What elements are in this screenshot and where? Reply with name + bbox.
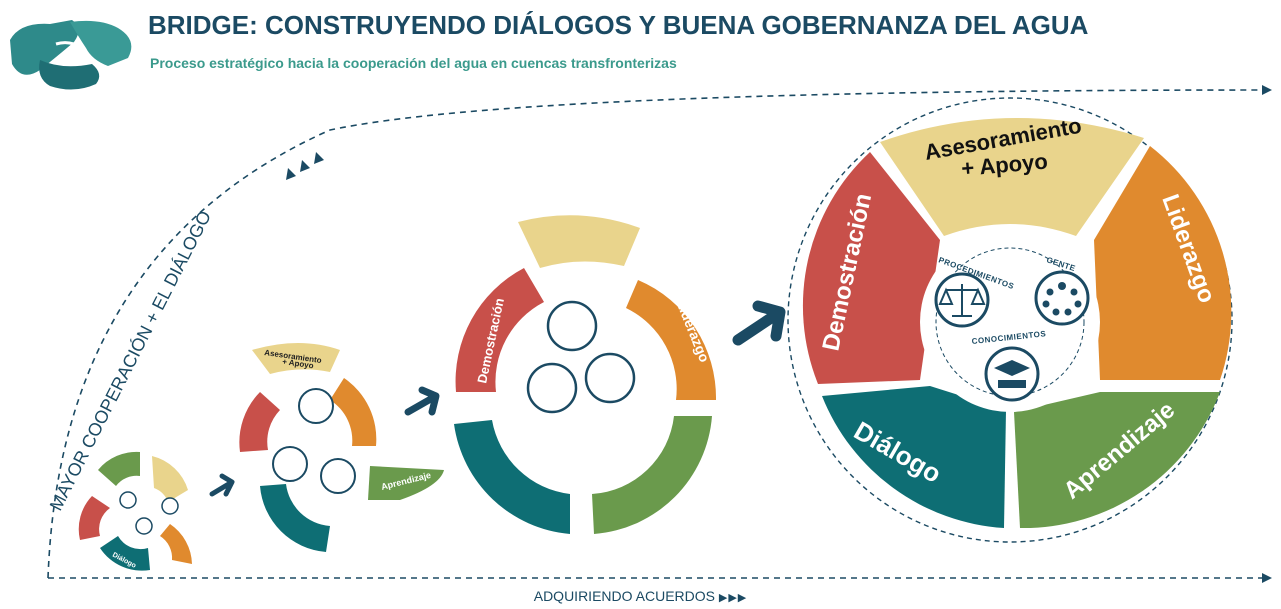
piece-liderazgo-s3 bbox=[626, 280, 717, 400]
vertical-axis-triangles bbox=[286, 152, 324, 180]
piece-dialogo-s2 bbox=[260, 484, 330, 552]
piece-asesoramiento-s1 bbox=[152, 456, 188, 502]
piece-demostracion-s1 bbox=[78, 496, 110, 540]
gente-icon bbox=[1034, 270, 1090, 326]
puzzle-stage-4: Asesoramiento + Apoyo Liderazgo Aprendiz… bbox=[787, 97, 1233, 543]
piece-liderazgo-s2 bbox=[330, 378, 377, 446]
top-arrow-head bbox=[1262, 85, 1272, 95]
page-subtitle: Proceso estratégico hacia la cooperación… bbox=[150, 55, 677, 71]
piece-liderazgo-s1 bbox=[160, 524, 192, 564]
piece-asesoramiento-s2 bbox=[252, 343, 340, 374]
puzzle-stage-2: Asesoramiento + Apoyo Aprendizaje bbox=[239, 343, 444, 552]
piece-label-apoyo-s2: + Apoyo bbox=[282, 357, 315, 370]
axis-arrow-triangles-icon: ▶▶▶ bbox=[718, 592, 748, 604]
piece-demostracion-s2 bbox=[239, 392, 280, 452]
stage-arrow-3 bbox=[732, 300, 786, 346]
hands-logo-icon bbox=[10, 20, 132, 90]
piece-dialogo-large bbox=[822, 386, 1006, 528]
piece-dialogo-s1 bbox=[100, 536, 150, 571]
horizontal-axis-text: ADQUIRIENDO ACUERDOS bbox=[533, 588, 715, 604]
page-title: BRIDGE: CONSTRUYENDO DIÁLOGOS Y BUENA GO… bbox=[148, 10, 1089, 40]
large-dashed-outline bbox=[787, 97, 1233, 543]
stage-arrow-1 bbox=[209, 473, 235, 497]
piece-dialogo-s3 bbox=[454, 420, 570, 534]
piece-aprendizaje-large bbox=[1014, 392, 1220, 529]
piece-aprendizaje-s3 bbox=[592, 416, 712, 534]
vertical-axis-arc bbox=[47, 89, 1263, 579]
puzzle-stage-1: Diálogo bbox=[78, 451, 192, 571]
horizontal-axis-label: ADQUIRIENDO ACUERDOS ▶▶▶ bbox=[0, 588, 1281, 604]
piece-aprendizaje-s2 bbox=[368, 466, 444, 500]
stage-arrow-2 bbox=[404, 386, 440, 416]
bottom-arrow-head bbox=[1262, 573, 1272, 583]
piece-aprendizaje-s1 bbox=[98, 451, 140, 486]
piece-asesoramiento-s3 bbox=[518, 215, 640, 268]
piece-liderazgo-large bbox=[1094, 146, 1232, 380]
piece-demostracion-large bbox=[802, 152, 940, 384]
core-dashed-ring bbox=[935, 247, 1085, 397]
piece-asesoramiento-large bbox=[880, 117, 1144, 236]
puzzle-stage-3: Demostración Liderazgo bbox=[454, 215, 717, 534]
piece-demostracion-s3 bbox=[455, 268, 544, 392]
